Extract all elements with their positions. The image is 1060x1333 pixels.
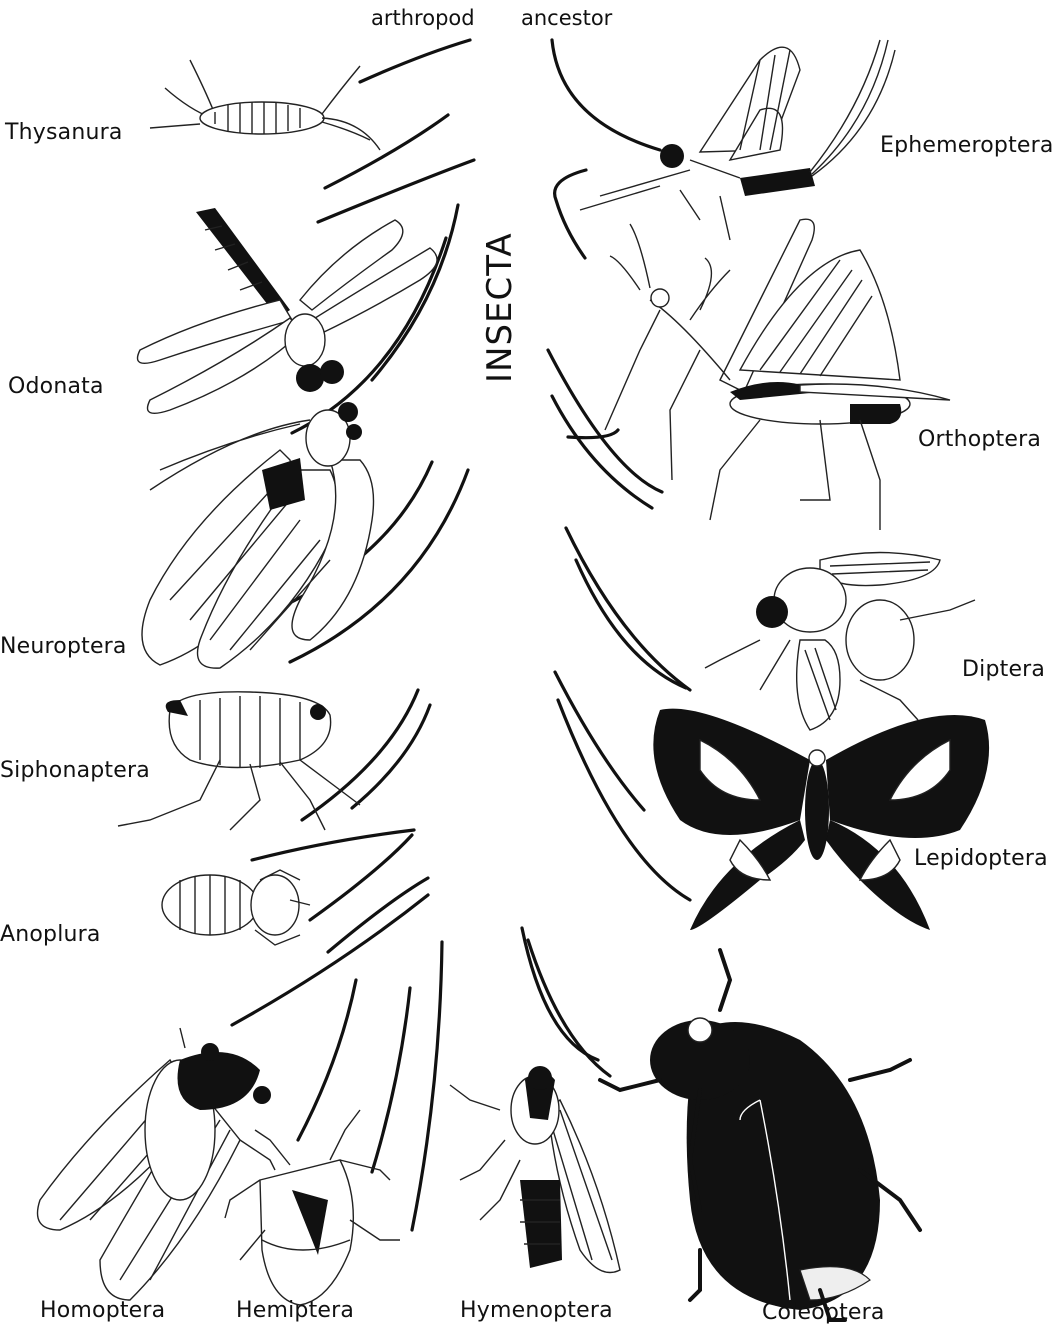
homoptera-illustration: [38, 1028, 276, 1300]
label-coleoptera: Coleoptera: [762, 1302, 885, 1324]
label-odonata: Odonata: [8, 376, 104, 398]
hymenoptera-illustration: [450, 1066, 620, 1273]
branch-orthoptera-2: [552, 396, 652, 508]
lepidoptera-illustration: [653, 709, 989, 930]
group-label: INSECTA: [466, 255, 526, 395]
coleoptera-illustration: [600, 950, 920, 1320]
odonata-illustration: [138, 208, 438, 413]
group-label-text: INSECTA: [480, 232, 520, 383]
label-diptera: Diptera: [962, 659, 1045, 681]
root-label-word-1: arthropod: [371, 6, 475, 30]
label-hymenoptera: Hymenoptera: [460, 1300, 613, 1322]
label-homoptera: Homoptera: [40, 1300, 165, 1322]
label-siphonaptera: Siphonaptera: [0, 760, 150, 782]
branch-odonata-1: [318, 160, 474, 222]
branch-ephemeroptera-1: [552, 40, 660, 150]
label-lepidoptera: Lepidoptera: [914, 848, 1048, 870]
neuroptera-illustration: [142, 402, 374, 668]
branch-hemiptera-2: [372, 988, 410, 1172]
label-thysanura: Thysanura: [5, 122, 123, 144]
branch-thysanura-1: [360, 40, 470, 82]
ephemeroptera-illustration: [580, 40, 895, 240]
branch-siphonaptera-2: [352, 705, 430, 808]
branch-hemiptera-1: [298, 980, 356, 1140]
branch-coleoptera-2: [528, 940, 610, 1076]
label-orthoptera: Orthoptera: [918, 429, 1041, 451]
thysanura-illustration: [150, 60, 380, 150]
branch-lines-right: [522, 40, 690, 1076]
anoplura-illustration: [162, 870, 310, 945]
siphonaptera-illustration: [118, 692, 360, 830]
label-hemiptera: Hemiptera: [236, 1300, 354, 1322]
branch-ephemeroptera-2: [555, 170, 586, 258]
hemiptera-illustration: [225, 1110, 400, 1305]
diptera-illustration: [705, 553, 975, 731]
label-neuroptera: Neuroptera: [0, 636, 127, 658]
branch-anoplura-2: [310, 835, 412, 920]
branch-lines-left: [232, 40, 474, 1230]
label-anoplura: Anoplura: [0, 924, 101, 946]
orthoptera-illustration: [605, 219, 950, 530]
label-ephemeroptera: Ephemeroptera: [880, 135, 1054, 157]
branch-anoplura-3: [328, 878, 428, 952]
branch-coleoptera-1: [522, 928, 598, 1060]
branch-hymenoptera-1: [412, 942, 442, 1230]
branch-diptera-1: [566, 528, 690, 690]
root-label-word-2: ancestor: [521, 6, 612, 30]
